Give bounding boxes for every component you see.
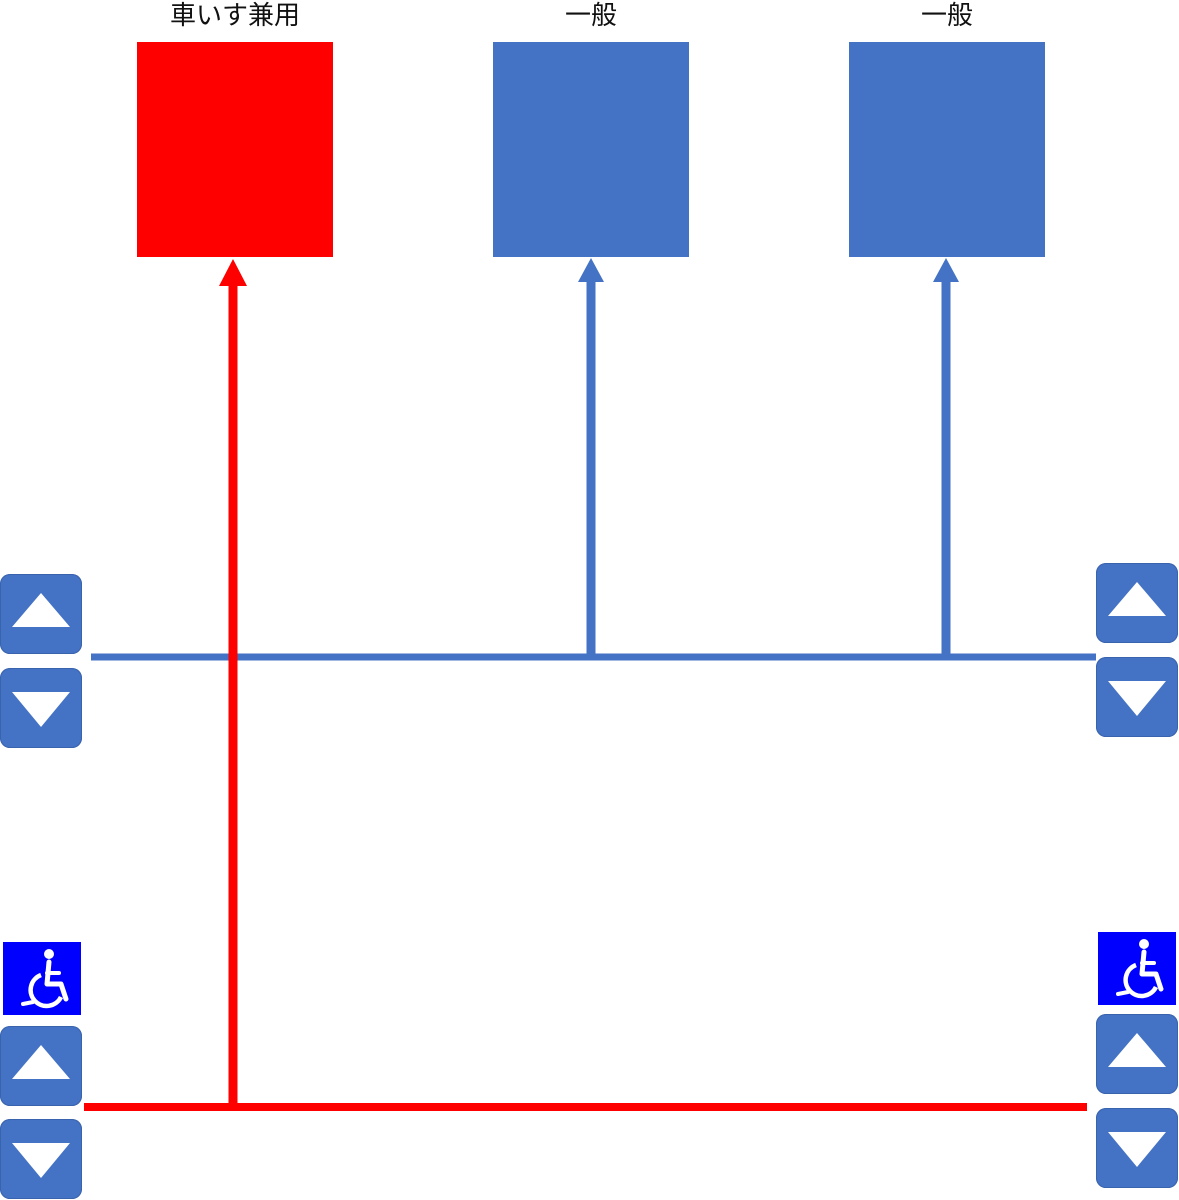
triangle-up-icon bbox=[12, 1045, 70, 1079]
left-accessible-down-button[interactable] bbox=[0, 1119, 82, 1199]
elevator-general-2 bbox=[849, 42, 1045, 257]
elevator-general-1 bbox=[493, 42, 689, 257]
left-general-down-button[interactable] bbox=[0, 668, 82, 748]
right-general-down-button[interactable] bbox=[1096, 657, 1178, 737]
wheelchair-icon bbox=[1116, 939, 1164, 999]
triangle-down-icon bbox=[12, 1143, 70, 1178]
triangle-down-icon bbox=[1108, 681, 1166, 716]
elevator-label-general-2: 一般 bbox=[920, 1, 973, 31]
right-wheelchair-sign bbox=[1098, 932, 1176, 1005]
left-general-up-button[interactable] bbox=[0, 574, 82, 654]
wheelchair-icon bbox=[21, 949, 69, 1009]
left-accessible-up-button[interactable] bbox=[0, 1026, 82, 1106]
accessible-arrowhead bbox=[219, 259, 247, 286]
left-wheelchair-sign bbox=[3, 942, 81, 1015]
general-arrowhead-2 bbox=[933, 258, 959, 282]
elevator-label-general-1: 一般 bbox=[564, 1, 617, 31]
triangle-down-icon bbox=[1108, 1132, 1166, 1167]
triangle-down-icon bbox=[12, 692, 70, 727]
right-accessible-up-button[interactable] bbox=[1096, 1014, 1178, 1094]
elevator-label-accessible: 車いす兼用 bbox=[169, 1, 300, 31]
triangle-up-icon bbox=[1108, 1033, 1166, 1067]
triangle-up-icon bbox=[1108, 582, 1166, 616]
triangle-up-icon bbox=[12, 593, 70, 627]
elevator-accessible bbox=[137, 42, 333, 257]
right-accessible-down-button[interactable] bbox=[1096, 1108, 1178, 1188]
general-arrowhead-1 bbox=[578, 258, 604, 282]
right-general-up-button[interactable] bbox=[1096, 563, 1178, 643]
